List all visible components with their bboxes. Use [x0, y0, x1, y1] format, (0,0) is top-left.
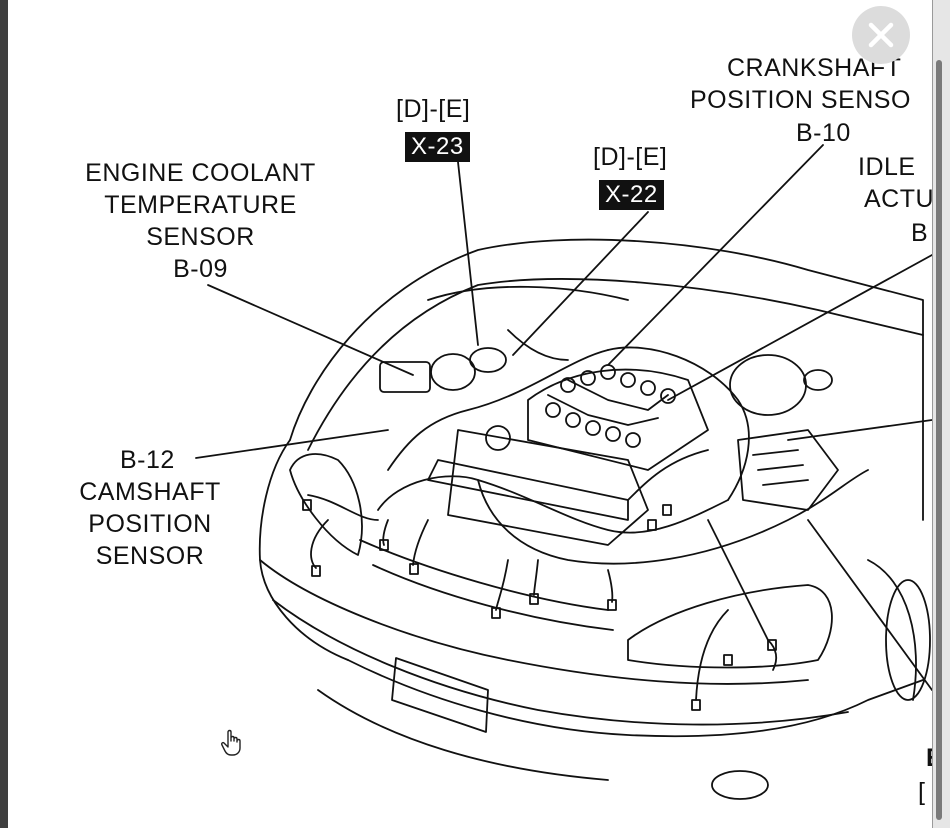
- cmp-code: B-12: [120, 446, 175, 474]
- idle-code: B: [911, 219, 929, 247]
- ect-code: B-09: [173, 255, 228, 283]
- hand-pointer-icon: [221, 729, 241, 756]
- diagram-page: ENGINE COOLANT TEMPERATURE SENSOR B-09 B…: [8, 0, 932, 828]
- idle-title-line1: IDLE: [858, 153, 916, 181]
- ect-title-line3: SENSOR: [146, 223, 255, 251]
- x22-ref: [D]-[E]: [593, 143, 668, 171]
- close-button[interactable]: [852, 6, 910, 64]
- viewer-scrollbar[interactable]: [932, 0, 950, 828]
- close-icon: [868, 22, 894, 48]
- ckp-title-line2: POSITION SENSO: [690, 86, 911, 114]
- ect-title-line1: ENGINE COOLANT: [85, 159, 316, 187]
- x22-tag: X-22: [599, 180, 664, 210]
- ect-sensor-label: ENGINE COOLANT TEMPERATURE SENSOR B-09: [68, 157, 333, 285]
- cmp-title-line3: SENSOR: [95, 542, 205, 570]
- edge-code: [: [918, 778, 926, 806]
- cmp-title-line2: POSITION: [88, 510, 212, 538]
- x23-ref: [D]-[E]: [396, 95, 471, 123]
- engine-bay-wiring-illustration: [195, 144, 932, 800]
- ckp-code: B-10: [796, 119, 851, 147]
- x23-tag: X-23: [405, 132, 470, 162]
- cmp-sensor-label: CAMSHAFT POSITION SENSOR: [60, 476, 240, 572]
- idle-actuator-label: IDLE ACTU: [858, 151, 932, 215]
- edge-letter: E: [926, 742, 932, 774]
- cmp-title-line1: CAMSHAFT: [79, 478, 221, 506]
- idle-title-line2: ACTU: [864, 185, 932, 213]
- ect-title-line2: TEMPERATURE: [104, 191, 297, 219]
- scrollbar-thumb[interactable]: [936, 60, 942, 820]
